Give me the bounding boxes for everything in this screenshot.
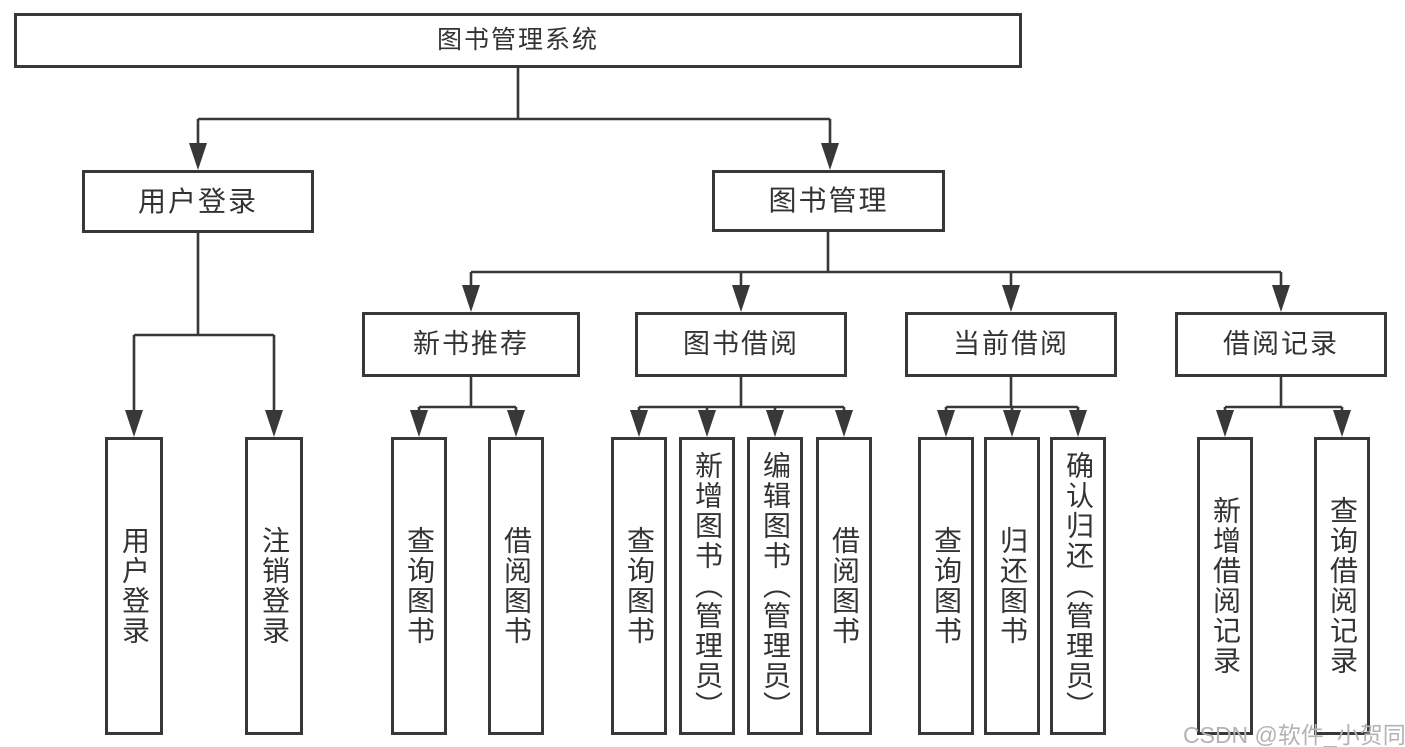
node-label: 借阅记录	[1223, 329, 1339, 359]
arrowhead	[1216, 410, 1234, 437]
arrowhead	[1003, 410, 1021, 437]
leaf-user-login: 用户登录	[105, 437, 163, 735]
arrowhead	[732, 285, 750, 312]
leaf-borrow-books-recommend: 借阅图书	[488, 437, 544, 735]
node-new-book-recommend: 新书推荐	[362, 312, 580, 377]
arrowhead	[821, 143, 839, 170]
arrowhead	[1002, 285, 1020, 312]
node-label: 借阅图书	[501, 526, 532, 646]
node-book-management: 图书管理	[712, 170, 945, 232]
node-label: 归还图书	[997, 526, 1028, 646]
connector-records-to-leaves	[1223, 377, 1344, 416]
arrowhead	[630, 410, 648, 437]
arrowhead	[507, 410, 525, 437]
connector-newbook-to-leaves	[417, 377, 518, 416]
arrowhead	[462, 285, 480, 312]
node-label: 图书管理	[768, 185, 889, 216]
node-user-login: 用户登录	[82, 170, 314, 233]
node-label: 查询图书	[624, 526, 655, 646]
leaf-borrow-books: 借阅图书	[816, 437, 872, 735]
node-label: 用户登录	[119, 526, 150, 646]
connector-borrow-to-leaves	[637, 377, 846, 416]
node-label: 图书管理系统	[436, 26, 599, 54]
leaf-confirm-return-admin: 确认归还（管理员）	[1050, 437, 1106, 735]
node-label: 新增借阅记录	[1210, 496, 1241, 676]
leaf-query-books-borrow: 查询图书	[611, 437, 667, 735]
node-label: 借阅图书	[829, 526, 860, 646]
leaf-add-borrow-record: 新增借阅记录	[1197, 437, 1253, 735]
leaf-logout: 注销登录	[245, 437, 303, 735]
node-library-management-system: 图书管理系统	[14, 13, 1022, 68]
arrowhead	[1272, 285, 1290, 312]
node-label: 新增图书（管理员）	[692, 451, 723, 721]
arrowhead	[410, 410, 428, 437]
arrowhead	[265, 410, 283, 437]
node-label: 查询图书	[931, 526, 962, 646]
node-label: 查询图书	[404, 526, 435, 646]
node-label: 用户登录	[137, 185, 258, 217]
arrowhead	[766, 410, 784, 437]
arrowhead	[937, 410, 955, 437]
node-label: 注销登录	[259, 526, 290, 646]
connector-root-to-level2	[196, 68, 832, 148]
leaf-add-books-admin: 新增图书（管理员）	[679, 437, 735, 735]
connector-userlogin-to-leaves	[132, 233, 276, 414]
connector-bookmgmt-to-level3	[469, 232, 1283, 290]
node-label: 查询借阅记录	[1327, 496, 1358, 676]
node-label: 新书推荐	[413, 329, 529, 359]
arrowhead	[189, 143, 207, 170]
node-current-borrowing: 当前借阅	[905, 312, 1117, 377]
arrowhead	[1069, 410, 1087, 437]
arrowhead	[1333, 410, 1351, 437]
arrowhead	[698, 410, 716, 437]
node-label: 图书借阅	[683, 329, 799, 359]
arrowhead	[835, 410, 853, 437]
connector-current-to-leaves	[944, 377, 1080, 416]
leaf-query-books-current: 查询图书	[918, 437, 974, 735]
leaf-edit-books-admin: 编辑图书（管理员）	[747, 437, 803, 735]
leaf-query-borrow-record: 查询借阅记录	[1314, 437, 1370, 735]
node-label: 当前借阅	[953, 329, 1069, 359]
arrowhead	[125, 410, 143, 437]
node-label: 编辑图书（管理员）	[760, 451, 791, 721]
node-label: 确认归还（管理员）	[1063, 451, 1094, 721]
leaf-query-books-recommend: 查询图书	[391, 437, 447, 735]
watermark-text: CSDN @软件_小贺同学	[1183, 722, 1405, 747]
leaf-return-books: 归还图书	[984, 437, 1040, 735]
node-borrowing-records: 借阅记录	[1175, 312, 1387, 377]
node-book-borrowing: 图书借阅	[635, 312, 847, 377]
